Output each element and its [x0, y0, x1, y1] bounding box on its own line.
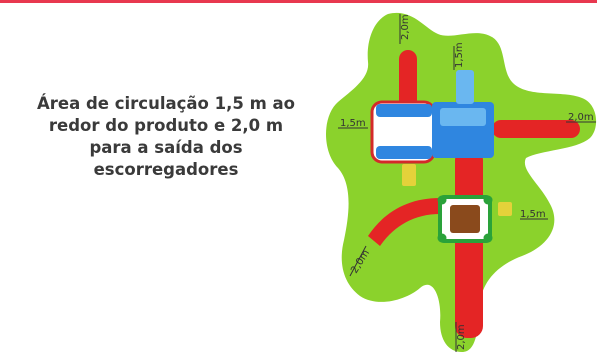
climbing-wall	[450, 205, 480, 233]
frame-post-4	[483, 233, 493, 243]
dim-label-right: 2,0m	[568, 112, 594, 123]
frame-post-3	[437, 233, 447, 243]
dim-label-left: 1,5m	[340, 118, 366, 129]
dim-marker-bottom-left	[349, 245, 367, 277]
frame-post-2	[483, 195, 493, 205]
platform-bar-bottom	[376, 146, 432, 159]
frame-post-1	[437, 195, 447, 205]
caption-line-4: escorregadores	[93, 160, 239, 179]
tower-panel	[456, 70, 474, 104]
dim-label-top: 2,0m	[400, 14, 411, 40]
side-step	[498, 202, 512, 216]
platform-bar-top	[376, 104, 432, 117]
caption-line-2: redor do produto e 2,0 m	[48, 116, 284, 135]
dim-label-bottom: 2,0m	[456, 324, 467, 350]
dim-label-mid-right: 1,5m	[520, 209, 546, 220]
slide-curved	[368, 198, 440, 246]
caption-line-3: para a saída dos	[89, 138, 243, 157]
top-accent-bar	[0, 0, 597, 3]
slide-right	[492, 120, 580, 138]
main-deck-roof	[440, 108, 486, 126]
circulation-area-caption: Área de circulação 1,5 m ao redor do pro…	[20, 93, 312, 181]
caption-line-1: Área de circulação 1,5 m ao	[37, 94, 295, 113]
slide-top	[399, 50, 417, 110]
dim-label-top-right: 1,5m	[454, 42, 465, 68]
step-ladder	[402, 164, 416, 186]
